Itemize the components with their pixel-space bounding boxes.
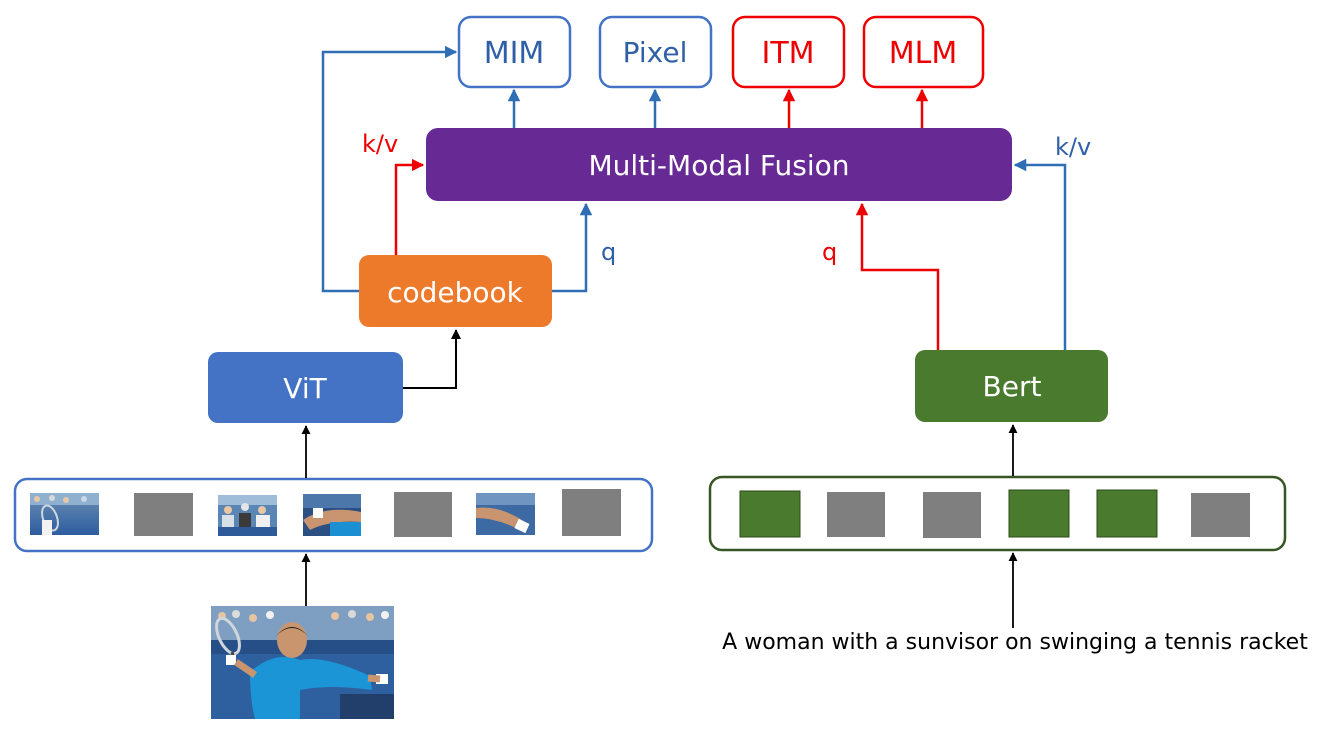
text-token [1096,489,1158,538]
image-patch [218,495,277,536]
itm-head: ITM [731,15,846,89]
input-caption: A woman with a sunvisor on swinging a te… [722,630,1308,655]
text-token [1008,489,1070,538]
mlm-head-label: MLM [889,36,957,71]
mim-head: MIM [457,15,572,89]
arrow-codebook-to-mim [321,45,458,293]
mlm-head: MLM [862,15,985,89]
kv-label-right: k/v [1055,133,1091,161]
bert-label: Bert [983,370,1042,403]
vit-block: ViT [208,352,403,423]
kv-label-left: k/v [362,130,398,158]
pixel-head: Pixel [598,15,713,89]
q-label-left: q [601,238,616,266]
arrow-bert-kv [1013,158,1067,350]
multi-modal-fusion-block: Multi-Modal Fusion [426,128,1012,201]
masked-text-token [827,492,885,537]
codebook-block: codebook [359,255,552,327]
image-patch [303,494,361,536]
masked-text-token [923,492,981,538]
arrow-codebook-kv [394,158,425,255]
masked-image-patch [394,492,452,537]
codebook-label: codebook [387,276,524,309]
image-patch [30,493,99,535]
image-patch-sequence [13,477,654,553]
mim-head-label: MIM [484,36,545,71]
input-image [211,606,394,719]
bert-block: Bert [915,350,1108,422]
itm-head-label: ITM [761,36,814,71]
arrow-codebook-q [552,202,593,293]
arrow-vit-to-codebook [403,329,461,389]
masked-image-patch [134,493,193,536]
text-token [739,490,801,538]
masked-text-token [1191,493,1250,537]
image-patch [476,493,535,535]
fusion-label: Multi-Modal Fusion [588,149,849,182]
text-token-sequence [708,475,1287,552]
vit-label: ViT [283,372,327,405]
q-label-right: q [822,238,837,266]
masked-image-patch [562,489,621,536]
pixel-head-label: Pixel [623,36,688,69]
arrow-bert-q [855,202,940,350]
